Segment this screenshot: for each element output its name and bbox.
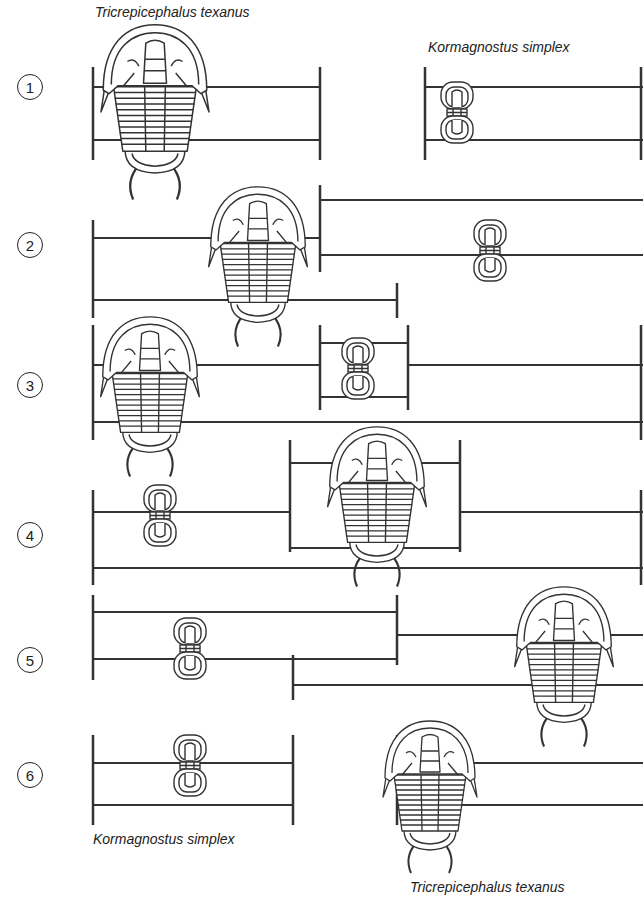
tricrepicephalus-figure — [515, 587, 614, 747]
row-number-circle: 4 — [17, 522, 43, 548]
tricrepicephalus-figure — [101, 25, 209, 200]
range-bar — [93, 735, 397, 825]
kormagnostus-figure — [144, 485, 176, 546]
tricrepicephalus-figure — [209, 187, 308, 347]
tricrepicephalus-figure — [101, 317, 200, 477]
row-number-circle: 2 — [17, 232, 43, 258]
tricrepicephalus-figure — [383, 721, 477, 873]
species-name: Tricrepicephalus texanus — [410, 880, 565, 895]
kormagnostus-figure — [174, 735, 206, 796]
strata-lines — [93, 67, 643, 825]
range-bar — [93, 595, 397, 700]
row-number: 1 — [26, 80, 34, 95]
fossils — [101, 25, 614, 873]
species-name: Kormagnostus simplex — [428, 40, 570, 55]
row-number: 3 — [26, 378, 34, 393]
row-number-circle: 1 — [17, 74, 43, 100]
kormagnostus-figure — [441, 82, 473, 143]
row-number: 2 — [26, 238, 34, 253]
row-number: 4 — [26, 528, 34, 543]
kormagnostus-figure — [174, 618, 206, 679]
species-name: Kormagnostus simplex — [93, 832, 235, 847]
kormagnostus-figure — [474, 220, 506, 281]
row-number: 5 — [26, 653, 34, 668]
kormagnostus-figure — [342, 338, 374, 399]
tricrepicephalus-figure — [328, 427, 427, 587]
species-name: Tricrepicephalus texanus — [95, 5, 250, 20]
row-number-circle: 5 — [17, 647, 43, 673]
row-number-circle: 3 — [17, 372, 43, 398]
row-number-circle: 6 — [17, 762, 43, 788]
bed-line — [93, 200, 643, 300]
row-number: 6 — [26, 768, 34, 783]
